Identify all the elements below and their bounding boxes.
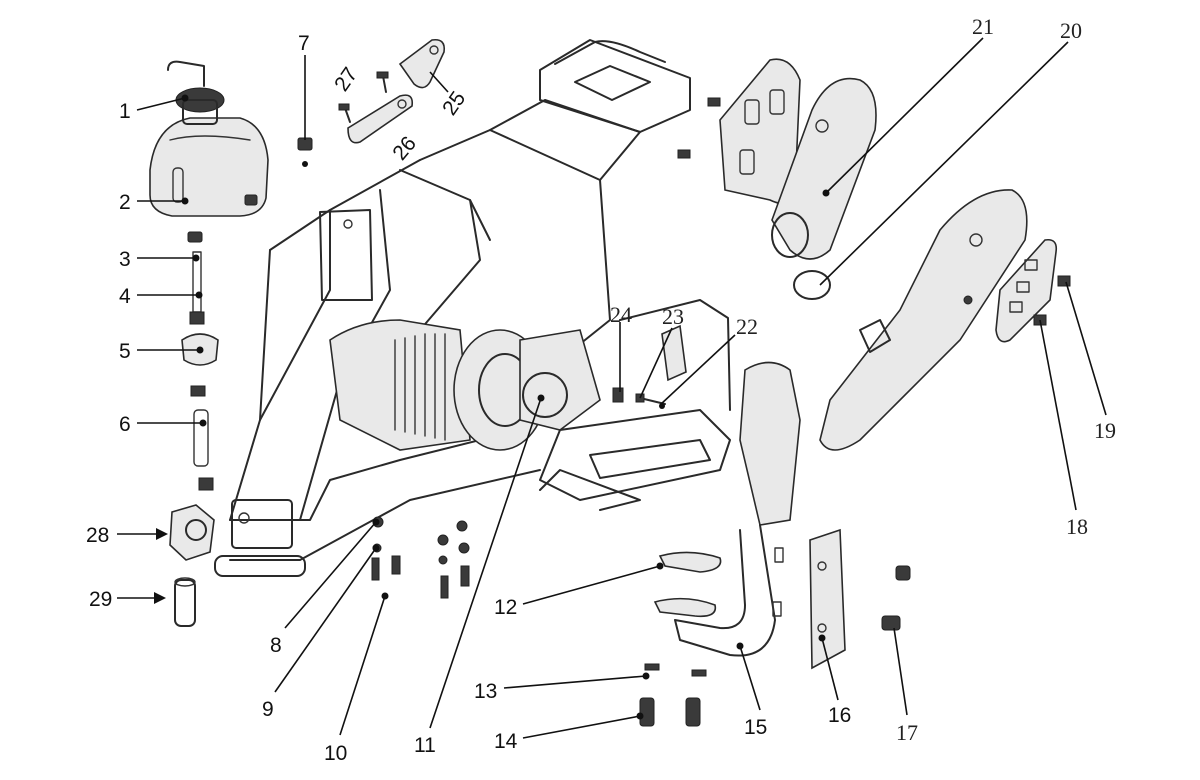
label-24: 24 xyxy=(610,302,632,327)
label-16: 16 xyxy=(828,704,851,727)
muffler-upper xyxy=(771,77,877,300)
label-25: 25 xyxy=(438,87,470,119)
label-11: 11 xyxy=(414,734,436,757)
fuel-hose-lower xyxy=(190,385,214,491)
label-12: 12 xyxy=(494,596,517,619)
label-14: 14 xyxy=(494,730,518,753)
label-9: 9 xyxy=(262,698,274,721)
label-26: 26 xyxy=(388,132,421,165)
pins-13 xyxy=(644,663,707,677)
label-2: 2 xyxy=(119,191,131,214)
label-15: 15 xyxy=(744,716,767,739)
exhaust-pipe xyxy=(674,361,801,657)
label-20: 20 xyxy=(1060,18,1082,43)
label-5: 5 xyxy=(119,340,131,363)
label-28: 28 xyxy=(86,524,109,547)
label-23: 23 xyxy=(662,304,684,329)
fuel-valve xyxy=(169,504,215,561)
bracket-25 xyxy=(398,38,446,89)
heat-shield-upper xyxy=(677,58,801,205)
mount-hardware xyxy=(371,516,470,599)
label-21: 21 xyxy=(972,14,994,39)
exhaust-muffler-lower xyxy=(819,189,1028,451)
label-7: 7 xyxy=(298,32,310,55)
fuel-cap xyxy=(167,60,225,125)
label-6: 6 xyxy=(119,413,131,436)
main-frame xyxy=(214,39,731,577)
bracket-16 xyxy=(809,528,846,670)
fuel-tank xyxy=(149,117,269,217)
bolts-27 xyxy=(338,71,389,123)
tank-bolt xyxy=(244,194,258,206)
label-1: 1 xyxy=(119,100,131,123)
hardware-22-23-24 xyxy=(612,324,687,409)
fuel-filter xyxy=(181,311,219,366)
gaskets xyxy=(653,551,722,618)
label-10: 10 xyxy=(324,742,347,765)
label-4: 4 xyxy=(119,285,131,308)
fuel-line-clip-top xyxy=(187,231,203,243)
label-19: 19 xyxy=(1094,418,1116,443)
label-3: 3 xyxy=(119,248,131,271)
label-22: 22 xyxy=(736,314,758,339)
bolts-14 xyxy=(639,697,701,727)
engine xyxy=(329,319,601,451)
label-13: 13 xyxy=(474,680,497,703)
label-18: 18 xyxy=(1066,514,1088,539)
label-8: 8 xyxy=(270,634,282,657)
bolts-17 xyxy=(881,565,911,631)
bolt-7 xyxy=(297,137,313,167)
bracket-26 xyxy=(347,94,414,144)
label-17: 17 xyxy=(896,720,918,745)
fuel-sleeve xyxy=(174,577,196,627)
label-27: 27 xyxy=(330,63,362,95)
label-29: 29 xyxy=(89,588,112,611)
